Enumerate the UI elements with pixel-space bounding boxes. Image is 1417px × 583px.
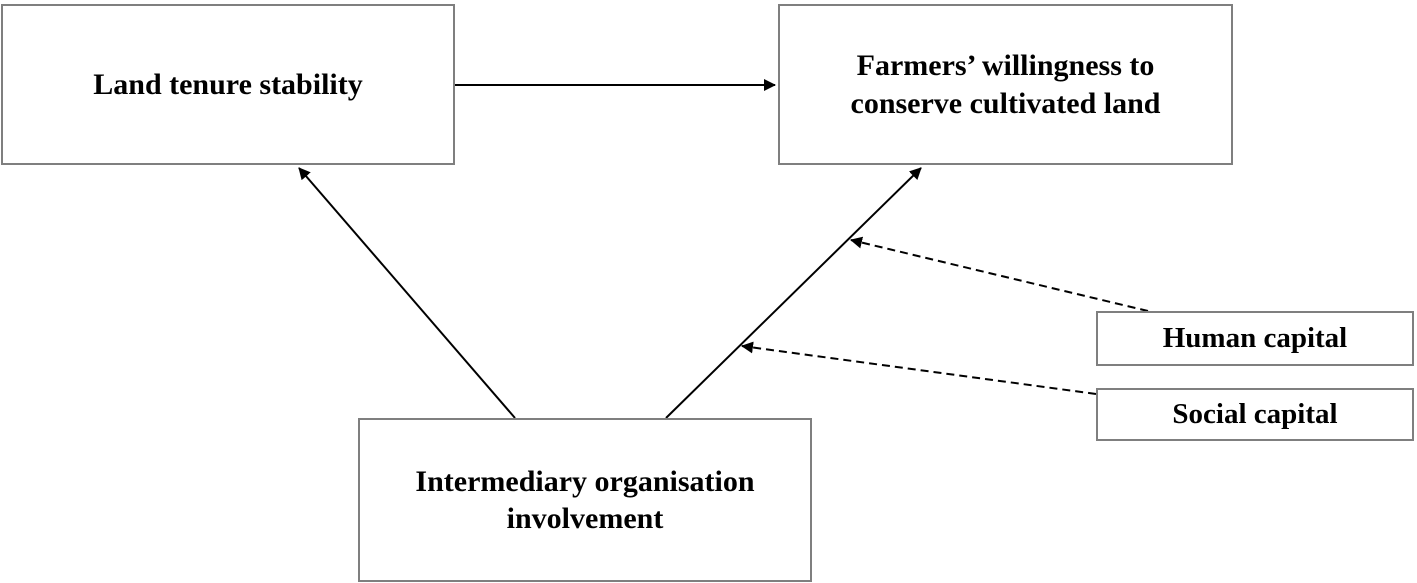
node-land-tenure-stability: Land tenure stability	[1, 4, 455, 165]
node-farmers-willingness: Farmers’ willingness to conserve cultiva…	[778, 4, 1233, 165]
node-intermediary-organisation-involvement: Intermediary organisation involvement	[358, 418, 812, 582]
arrow-intermediary-to-tenure	[298, 167, 516, 419]
node-land-tenure-stability-label: Land tenure stability	[93, 67, 363, 101]
node-intermediary-organisation-involvement-label: Intermediary organisation involvement	[415, 464, 755, 536]
node-social-capital-label: Social capital	[1172, 398, 1338, 431]
node-human-capital-label: Human capital	[1162, 322, 1348, 355]
node-human-capital: Human capital	[1096, 311, 1414, 366]
dashed-arrow-human-capital-moderation	[850, 236, 1149, 312]
node-farmers-willingness-label: Farmers’ willingness to conserve cultiva…	[850, 49, 1161, 120]
arrow-intermediary-to-willingness	[665, 167, 922, 419]
dashed-arrow-social-capital-moderation	[741, 341, 1097, 395]
node-social-capital: Social capital	[1096, 388, 1414, 441]
